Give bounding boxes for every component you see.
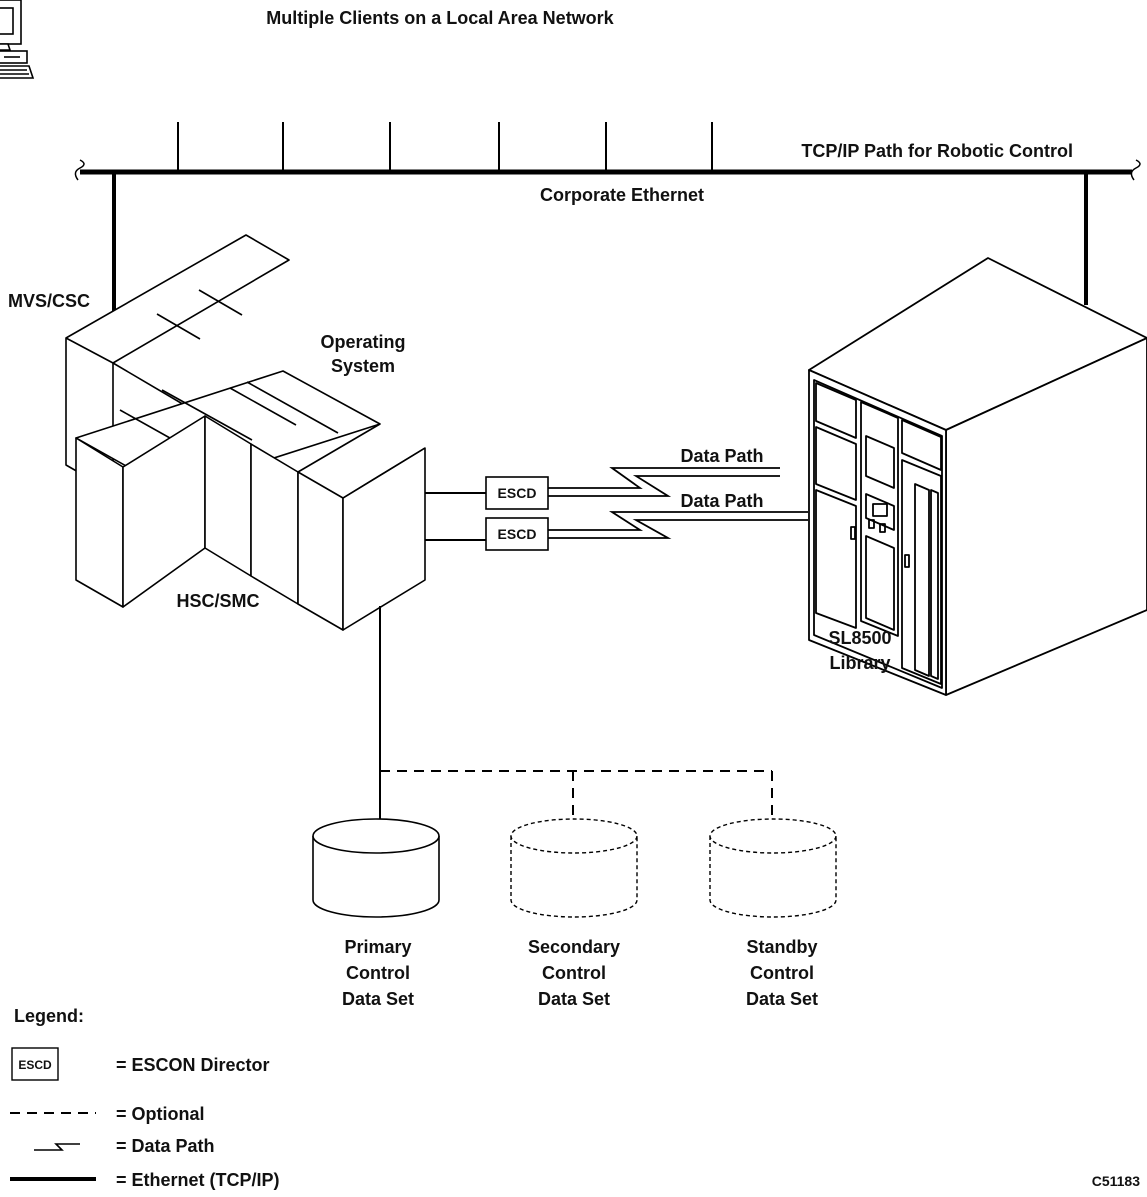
legend-escd-desc: = ESCON Director: [116, 1055, 270, 1075]
secondary-cds-cylinder: [510, 818, 638, 918]
primary-cds-label-2: Control: [346, 963, 410, 983]
escd-director-1: [485, 476, 549, 510]
legend-ethernet-desc: = Ethernet (TCP/IP): [116, 1170, 280, 1190]
secondary-cds-label-1: Secondary: [528, 937, 620, 957]
client-computer-icon: [0, 0, 35, 79]
standby-cds-cylinder: [709, 818, 837, 918]
os-label-line1: Operating: [320, 332, 405, 352]
corporate-ethernet-label: Corporate Ethernet: [540, 185, 704, 205]
client-computer-icon: [678, 43, 746, 123]
standby-cds-label-1: Standby: [746, 937, 817, 957]
standby-cds-label-2: Control: [750, 963, 814, 983]
client-computer-icon: [356, 43, 424, 123]
client-computer-icon: [249, 43, 317, 123]
primary-cds-cylinder: [312, 818, 440, 918]
client-computer-icon: [144, 43, 212, 123]
legend: Legend: ESCD = ESCON Director = Optional…: [10, 1006, 280, 1190]
legend-datapath-desc: = Data Path: [116, 1136, 215, 1156]
sl8500-library: [808, 257, 1147, 696]
primary-cds-label-3: Data Set: [342, 989, 414, 1009]
legend-escd-box-label: ESCD: [18, 1058, 52, 1072]
client-drops: [177, 122, 713, 172]
standby-cds-label-3: Data Set: [746, 989, 818, 1009]
corporate-ethernet-bus: [74, 159, 1141, 181]
os-label-line2: System: [331, 356, 395, 376]
legend-escd-box: [11, 1047, 59, 1081]
secondary-cds-label-3: Data Set: [538, 989, 610, 1009]
legend-datapath-symbol: [34, 1143, 80, 1151]
escd-box-1-label: ESCD: [498, 485, 537, 501]
host-escd-links: [425, 492, 486, 541]
hsc-smc-mainframe: [75, 370, 426, 631]
data-path-2-label: Data Path: [680, 491, 763, 511]
data-path-1: [548, 467, 780, 497]
client-workstations: [0, 0, 35, 79]
data-path-1-label: Data Path: [680, 446, 763, 466]
client-computer-icon: [572, 43, 640, 123]
hsc-smc-label: HSC/SMC: [176, 591, 259, 611]
mvs-csc-label: MVS/CSC: [8, 291, 90, 311]
secondary-cds-label-2: Control: [542, 963, 606, 983]
escd-box-2-label: ESCD: [498, 526, 537, 542]
legend-optional-desc: = Optional: [116, 1104, 205, 1124]
figure-id: C51183: [1092, 1173, 1140, 1189]
data-path-2: [548, 511, 808, 539]
library-label-line1: SL8500: [828, 628, 891, 648]
escd-director-2: [485, 517, 549, 551]
tcpip-path-label: TCP/IP Path for Robotic Control: [801, 141, 1073, 161]
library-label-line2: Library: [829, 653, 890, 673]
client-computer-icon: [465, 43, 533, 123]
diagram-title: Multiple Clients on a Local Area Network: [266, 8, 614, 28]
optional-cds-links: [380, 770, 773, 820]
legend-heading: Legend:: [14, 1006, 84, 1026]
primary-cds-label-1: Primary: [344, 937, 411, 957]
